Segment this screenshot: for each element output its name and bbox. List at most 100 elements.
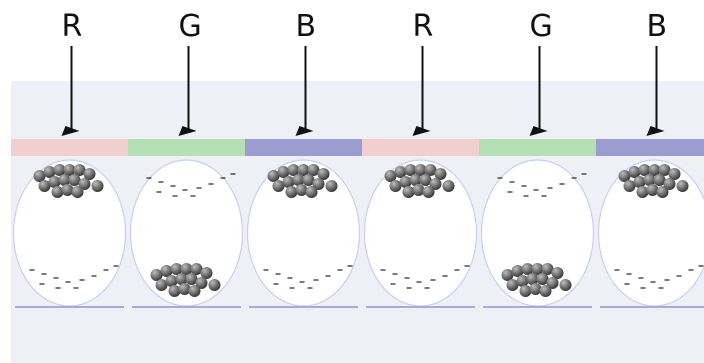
particle [402,186,415,198]
particle [633,176,646,188]
particle [307,164,320,176]
particle [325,180,338,192]
channel-label: B [296,9,317,44]
particle [404,164,417,176]
particle [160,265,173,277]
arrow-head [61,126,80,136]
particle [91,180,104,192]
particle [165,275,178,287]
particle [51,186,64,198]
particle [541,263,554,275]
particle [180,263,193,275]
particle [559,279,572,291]
particle [638,164,651,176]
arrow-head [295,126,314,136]
particle [277,166,290,178]
particle [33,170,46,182]
particle [68,174,81,186]
arrow-head [412,126,431,136]
particle [442,180,455,192]
particle [53,164,66,176]
particle [422,186,435,198]
particle [519,285,532,297]
particle [38,180,51,192]
particle [434,168,447,180]
cell-2: B [245,9,362,308]
particle [188,285,201,297]
particle [658,164,671,176]
color-filter-B [245,139,362,156]
particle [150,269,163,281]
particle [384,170,397,182]
arrow-head [646,126,665,136]
channel-label: R [62,9,83,44]
particle [399,176,412,188]
particle [58,174,71,186]
particle [63,164,76,176]
particle [190,263,203,275]
cell-5: B [596,9,704,308]
particle [419,174,432,186]
particle [526,273,539,285]
particle [412,184,425,196]
particle [648,164,661,176]
particle [389,180,402,192]
particle [208,279,221,291]
particle [511,265,524,277]
cell-4: G [479,9,596,308]
cell-1: G [128,9,245,308]
arrow-head [529,126,548,136]
particle [73,164,86,176]
particle [195,277,208,289]
color-filter-R [11,139,128,156]
channel-label: B [647,9,668,44]
particle [295,184,308,196]
particle [536,273,549,285]
particle [668,168,681,180]
particle [623,180,636,192]
particle [155,279,168,291]
channel-label: G [530,9,553,44]
particle [285,186,298,198]
particle [312,178,325,190]
particle [185,273,198,285]
particle [302,174,315,186]
particle [394,166,407,178]
particle [646,184,659,196]
particle [287,164,300,176]
particle [200,267,213,279]
particle [618,170,631,182]
color-filter-R [362,139,479,156]
particle [506,279,519,291]
particle [663,178,676,190]
particle [551,267,564,279]
particle [78,178,91,190]
particle [178,283,191,295]
particle [628,166,641,178]
particle [429,178,442,190]
particle [424,164,437,176]
particle [292,174,305,186]
particle [83,168,96,180]
particle [61,184,74,196]
particle [414,164,427,176]
particle [297,164,310,176]
particle [546,277,559,289]
color-filter-G [128,139,245,156]
particle [71,186,84,198]
particle [168,285,181,297]
particle [516,275,529,287]
color-filter-B [596,139,704,156]
arrow-head [178,126,197,136]
color-filter-G [479,139,596,156]
channel-label: G [179,9,202,44]
cell-0: R [11,9,128,308]
particle [43,166,56,178]
particle [531,263,544,275]
particle [676,180,689,192]
particle [175,273,188,285]
particle [529,283,542,295]
particle [643,174,656,186]
particle [409,174,422,186]
